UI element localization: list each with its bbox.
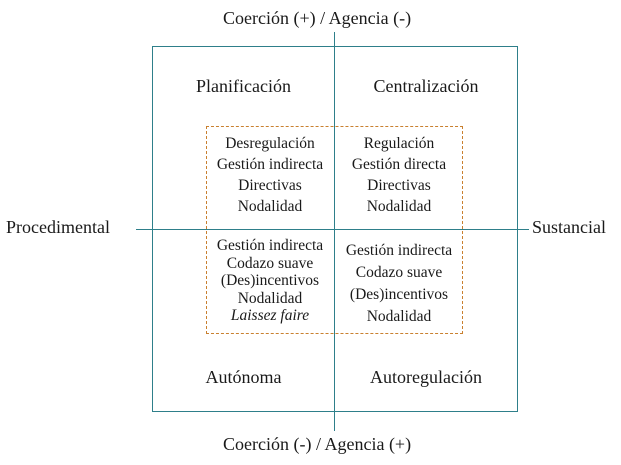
axis-label-right: Sustancial	[532, 217, 606, 237]
axis-label-bottom: Coerción (-) / Agencia (+)	[223, 434, 412, 454]
inner-item: Nodalidad	[366, 308, 432, 325]
inner-item: (Des)incentivos	[220, 272, 320, 289]
inner-cell-bottom-left: Gestión indirecta Codazo suave (Des)ince…	[206, 237, 334, 325]
inner-item: Directivas	[238, 177, 302, 194]
vertical-axis-line	[334, 32, 336, 431]
inner-cell-bottom-right: Gestión indirecta Codazo suave (Des)ince…	[335, 240, 463, 328]
inner-cell-top-left: Desregulación Gestión indirecta Directiv…	[206, 133, 334, 217]
inner-item: Desregulación	[225, 135, 315, 152]
axis-label-left: Procedimental	[6, 217, 110, 237]
axis-label-top: Coerción (+) / Agencia (-)	[223, 8, 412, 28]
quadrant-title-top-left: Planificación	[196, 76, 291, 96]
horizontal-axis-line	[136, 229, 529, 231]
quadrant-title-top-right: Centralización	[373, 76, 479, 96]
inner-item: Gestión indirecta	[345, 242, 453, 259]
inner-item: Directivas	[367, 177, 431, 194]
inner-item: Codazo suave	[355, 264, 443, 281]
inner-item: Gestión directa	[351, 156, 447, 173]
inner-item: Nodalidad	[237, 289, 303, 307]
inner-item: Codazo suave	[226, 254, 314, 272]
inner-item: Regulación	[363, 135, 435, 152]
inner-item: Nodalidad	[366, 198, 432, 215]
quadrant-title-bottom-right: Autoregulación	[370, 367, 482, 387]
quadrant-title-bottom-left: Autónoma	[205, 367, 282, 387]
inner-item: Nodalidad	[237, 198, 303, 215]
inner-item: Gestión indirecta	[216, 237, 324, 254]
inner-item: (Des)incentivos	[349, 286, 449, 303]
inner-item: Gestión indirecta	[216, 156, 324, 173]
inner-cell-top-right: Regulación Gestión directa Directivas No…	[335, 133, 463, 217]
inner-item-italic: Laissez faire	[230, 307, 310, 324]
